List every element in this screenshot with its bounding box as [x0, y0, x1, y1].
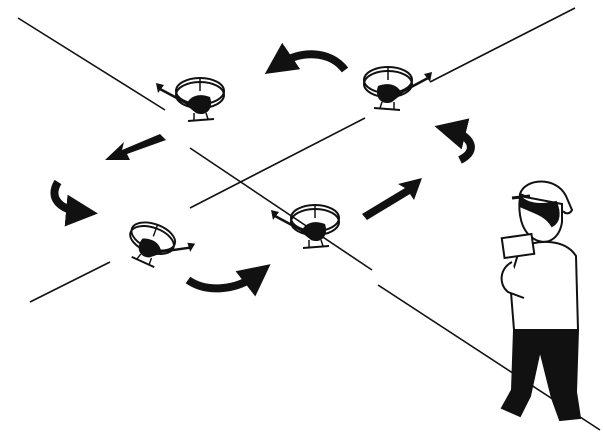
ground-line: [17, 17, 166, 111]
rc-helicopter-icon: [120, 215, 198, 279]
arrow-curved: [50, 42, 475, 297]
ground-lines: [17, 7, 601, 431]
arrow-straight-up: [362, 178, 422, 220]
ground-line: [189, 147, 373, 271]
pilot: [500, 180, 582, 422]
ground-line: [189, 117, 366, 209]
helicopter-hover-top: [362, 65, 434, 112]
rc-helicopter-icon: [154, 76, 226, 123]
person-with-remote-icon: [500, 180, 582, 422]
ground-line: [29, 261, 111, 303]
arrow-straight: [105, 134, 422, 220]
rc-helicopter-icon: [362, 65, 434, 112]
arrow-curved-top: [264, 42, 349, 75]
ground-line: [429, 7, 576, 83]
helicopter-hover-left: [154, 76, 226, 123]
arrow-straight-left: [105, 134, 166, 160]
arrow-curved-right: [434, 118, 475, 164]
arrow-curved-bottom: [185, 264, 271, 297]
arrow-curved-left: [50, 179, 98, 227]
helicopter-hover-bottom-left: [120, 215, 198, 279]
